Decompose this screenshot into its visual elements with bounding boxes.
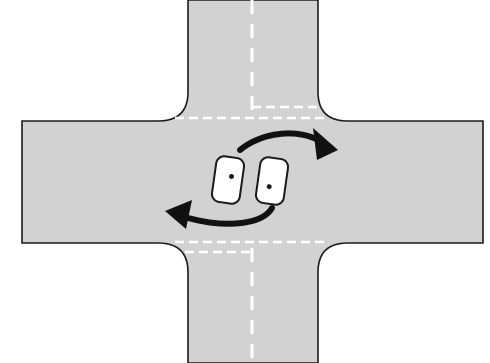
- curved-arrow-icon: [237, 128, 338, 160]
- road-surface: [21, 0, 484, 363]
- car-icon: [210, 155, 246, 205]
- car-icon: [254, 156, 290, 206]
- curved-arrow-icon: [165, 200, 275, 229]
